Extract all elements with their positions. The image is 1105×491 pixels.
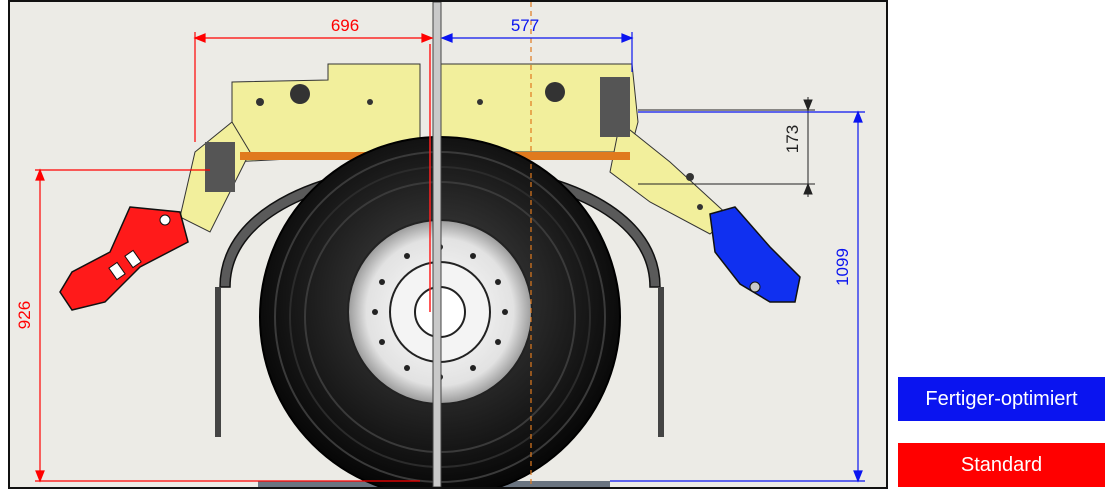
dimension-label-red-width: 696 <box>331 16 359 35</box>
dimension-red-width <box>193 32 434 142</box>
dimension-label-red-height: 926 <box>15 301 34 329</box>
vehicle-frame <box>179 63 731 235</box>
legend-optimized: Fertiger-optimiert <box>898 377 1105 421</box>
dimension-label-blue-width: 577 <box>511 16 539 35</box>
standard-arm-slot <box>108 261 126 281</box>
optimized-arm <box>709 206 801 303</box>
dimension-label-blue-height: 1099 <box>833 248 852 286</box>
dimension-offset <box>638 97 815 197</box>
dimension-blue-height <box>610 110 865 483</box>
dimension-label-offset: 173 <box>783 125 802 153</box>
dimension-blue-width <box>440 32 634 72</box>
standard-arm-slot <box>124 249 142 269</box>
standard-arm-hole <box>159 214 171 226</box>
center-divider <box>432 2 442 487</box>
legend-standard: Standard <box>898 443 1105 487</box>
drawing-viewport: 696 577 173 926 1099 <box>8 0 888 489</box>
mudflap-right <box>658 287 664 437</box>
optimized-arm-hole <box>749 281 761 293</box>
dimension-red-height <box>35 168 420 483</box>
mudflap-left <box>215 287 221 437</box>
standard-arm <box>59 206 189 311</box>
